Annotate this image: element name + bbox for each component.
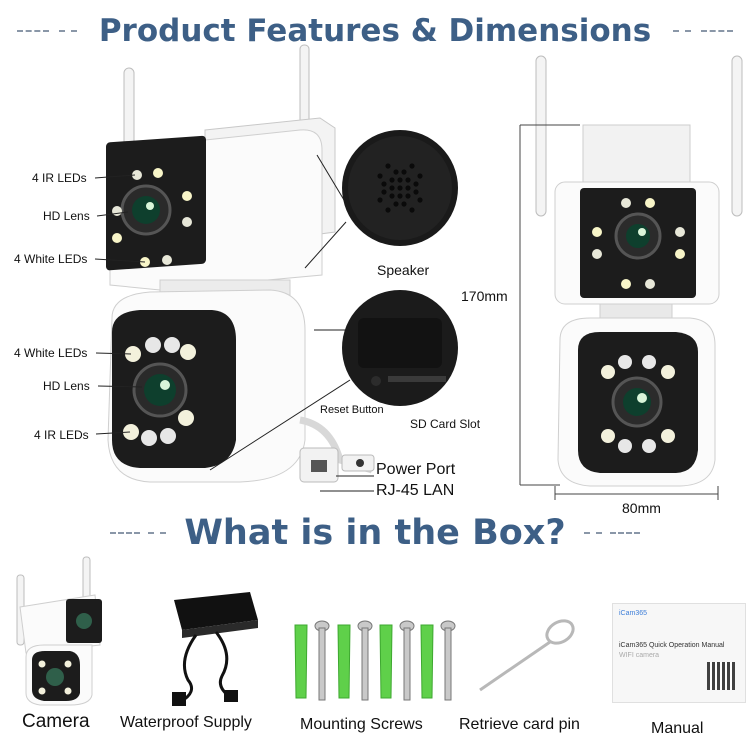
manual-subtitle: WIFI camera (619, 652, 660, 659)
box-heading: What is in the Box? (0, 510, 750, 556)
box-card-pin-image (479, 619, 575, 692)
bottom-ir-leds-label: 4 IR LEDs (34, 428, 89, 442)
top-hd-lens-label: HD Lens (43, 209, 90, 223)
box-item-mounting-screws: Mounting Screws (300, 716, 423, 733)
dash-left (16, 30, 49, 32)
power-port-label: Power Port (376, 461, 456, 478)
box-item-retrieve-card-pin: Retrieve card pin (459, 716, 580, 733)
qr-code-icon (707, 662, 735, 690)
top-white-leds-label: 4 White LEDs (14, 252, 88, 266)
box-item-waterproof-supply: Waterproof Supply (120, 714, 252, 731)
height-dimension-label: 170mm (461, 288, 508, 304)
features-heading: Product Features & Dimensions (0, 8, 750, 54)
page-title: Product Features & Dimensions (98, 13, 652, 49)
box-manual-image: iCam365 iCam365 Quick Operation Manual W… (612, 603, 746, 703)
box-camera-image (16, 556, 102, 706)
box-item-camera: Camera (22, 711, 90, 732)
width-dimension-label: 80mm (622, 500, 661, 516)
sd-card-slot-label: SD Card Slot (410, 417, 481, 431)
dash-left-box (110, 532, 141, 534)
reset-button-label: Reset Button (320, 404, 384, 416)
rj45-lan-label: RJ-45 LAN (376, 482, 455, 499)
box-title: What is in the Box? (184, 513, 566, 553)
dash-left-box-2 (148, 532, 167, 534)
box-item-manual: Manual (651, 720, 704, 737)
bottom-white-leds-label: 4 White LEDs (14, 346, 88, 360)
dash-right (701, 30, 734, 32)
dash-left-2 (58, 30, 77, 32)
bottom-hd-lens-label: HD Lens (43, 379, 90, 393)
box-mounting-screws-image (294, 620, 456, 701)
dash-right-2 (673, 30, 692, 32)
manual-brand: iCam365 (619, 610, 648, 617)
top-ir-leds-label: 4 IR LEDs (32, 171, 87, 185)
dash-right-box (609, 532, 640, 534)
sd-slot-closeup (342, 290, 458, 406)
speaker-label: Speaker (377, 262, 430, 278)
box-power-supply-image (172, 592, 258, 706)
speaker-closeup (342, 130, 458, 246)
dash-right-box-2 (583, 532, 602, 534)
manual-title: iCam365 Quick Operation Manual (619, 642, 725, 649)
